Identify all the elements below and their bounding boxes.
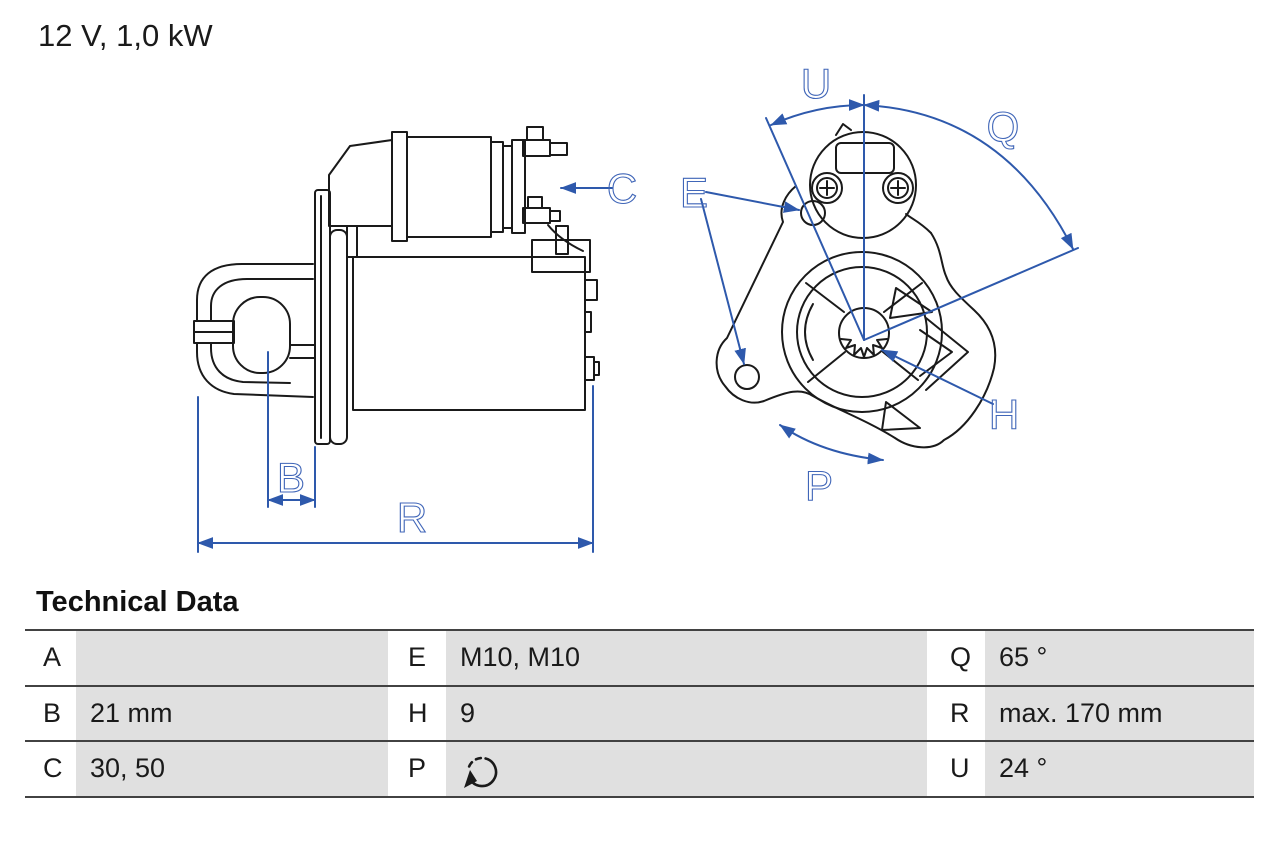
p-rotation-arc — [779, 424, 884, 465]
pinion-teeth — [840, 338, 888, 358]
cell-value-p — [446, 742, 927, 796]
technical-data-table: A E M10, M10 Q 65 ° B 21 mm H 9 R max. 1… — [25, 629, 1254, 798]
cell-value-a — [76, 631, 388, 685]
e-pointer-upper — [705, 191, 800, 213]
mounting-flange — [715, 185, 997, 449]
cell-key-h: H — [388, 686, 446, 740]
cell-value-r: max. 170 mm — [985, 686, 1254, 740]
dimension-labels: C B R U Q E H P — [276, 59, 1020, 541]
cell-key-r: R — [927, 686, 985, 740]
q-angle-line — [863, 247, 1079, 341]
drive-end-bracket — [193, 263, 316, 398]
table-row: A E M10, M10 Q 65 ° — [25, 629, 1254, 685]
cell-value-c: 30, 50 — [76, 742, 388, 796]
drive-housing — [314, 139, 393, 445]
technical-drawing: C B R U Q E H P — [193, 59, 1079, 553]
rotation-direction-icon — [464, 757, 498, 789]
u-angle-line — [765, 117, 865, 341]
cell-key-a: A — [25, 631, 76, 685]
cell-key-q: Q — [927, 631, 985, 685]
dimension-annotations — [197, 94, 1079, 553]
table-row: C 30, 50 P U 24 ° — [25, 740, 1254, 798]
e-pointer-lower — [700, 198, 746, 365]
q-angle-arc — [863, 99, 1074, 250]
label-e: E — [680, 169, 708, 216]
cell-key-p: P — [388, 742, 446, 796]
starter-front-view — [715, 123, 997, 449]
product-spec-title: 12 V, 1,0 kW — [38, 18, 213, 53]
label-q: Q — [987, 103, 1020, 150]
cell-value-u: 24 ° — [985, 742, 1254, 796]
label-p: P — [805, 462, 833, 509]
technical-data-heading: Technical Data — [36, 586, 239, 618]
cell-value-q: 65 ° — [985, 631, 1254, 685]
phillips-screw-icon — [882, 172, 914, 204]
cell-value-e: M10, M10 — [446, 631, 927, 685]
label-u: U — [801, 60, 831, 107]
terminal-wire — [547, 224, 584, 252]
u-angle-arc — [770, 99, 865, 126]
label-r: R — [397, 494, 427, 541]
motor-face — [781, 251, 943, 413]
mounting-hole — [734, 364, 760, 390]
cell-value-h: 9 — [446, 686, 927, 740]
phillips-screw-icon — [811, 172, 843, 204]
cell-value-b: 21 mm — [76, 686, 388, 740]
solenoid-side — [391, 131, 526, 242]
h-pointer — [881, 349, 994, 405]
cell-key-b: B — [25, 686, 76, 740]
table-row: B 21 mm H 9 R max. 170 mm — [25, 684, 1254, 740]
starter-side-view — [193, 126, 600, 445]
label-h: H — [989, 391, 1019, 438]
cell-key-c: C — [25, 742, 76, 796]
motor-body — [352, 225, 600, 411]
cell-key-u: U — [927, 742, 985, 796]
cell-key-e: E — [388, 631, 446, 685]
label-c: C — [607, 165, 637, 212]
label-b: B — [277, 454, 305, 501]
